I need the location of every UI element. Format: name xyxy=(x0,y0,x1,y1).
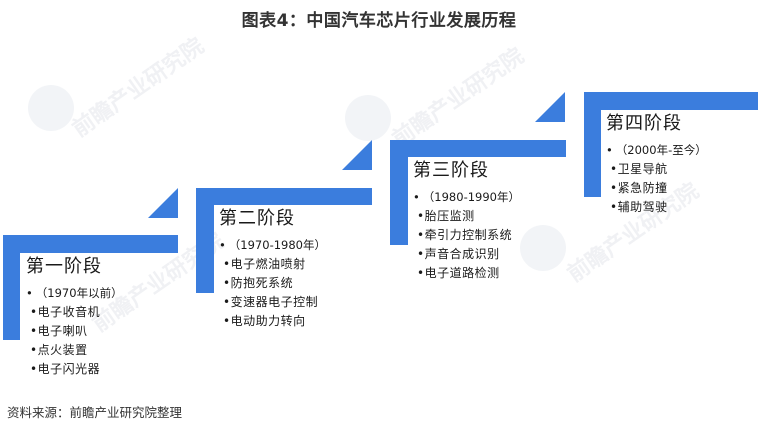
source-note: 资料来源：前瞻产业研究院整理 xyxy=(7,405,183,420)
stage-item: 电子燃油喷射 xyxy=(219,255,326,274)
stage-item: 紧急防撞 xyxy=(606,179,707,198)
stage-period: （1970-1980年） xyxy=(219,236,326,255)
stage-3-top-bar xyxy=(390,140,566,157)
stage-2-arrow-triangle xyxy=(342,140,372,170)
stage-item: 电子收音机 xyxy=(26,303,123,322)
stage-item: 卫星导航 xyxy=(606,160,707,179)
stage-item: 变速器电子控制 xyxy=(219,293,326,312)
watermark-logo xyxy=(520,225,566,271)
stage-3: 第三阶段 （1980-1990年） 胎压监测 牵引力控制系统 声音合成识别 电子… xyxy=(413,160,520,283)
stage-item: 声音合成识别 xyxy=(413,245,520,264)
stage-title: 第三阶段 xyxy=(413,160,489,181)
stage-item: 牵引力控制系统 xyxy=(413,226,520,245)
stage-item: 胎压监测 xyxy=(413,207,520,226)
stage-1: 第一阶段 （1970年以前） 电子收音机 电子喇叭 点火装置 电子闪光器 xyxy=(26,256,123,379)
stage-4-left-bar xyxy=(584,92,601,197)
stage-1-top-bar xyxy=(3,235,178,253)
stage-item: 电子闪光器 xyxy=(26,360,123,379)
stage-period: （1980-1990年） xyxy=(413,188,520,207)
watermark-text: 前瞻产业研究院 xyxy=(388,43,529,153)
stage-period: （1970年以前） xyxy=(26,284,123,303)
stage-4-top-bar xyxy=(584,92,758,110)
watermark-logo xyxy=(28,85,74,131)
stage-item: 防抱死系统 xyxy=(219,274,326,293)
stage-title: 第二阶段 xyxy=(219,208,295,229)
stage-2-top-bar xyxy=(196,188,372,205)
stage-title: 第四阶段 xyxy=(606,113,682,134)
stage-item: 电子喇叭 xyxy=(26,322,123,341)
stage-4: 第四阶段 （2000年-至今） 卫星导航 紧急防撞 辅助驾驶 xyxy=(606,113,707,217)
stage-title: 第一阶段 xyxy=(26,256,102,277)
stage-1-arrow-triangle xyxy=(148,188,178,218)
stage-item: 点火装置 xyxy=(26,341,123,360)
stage-item: 电子道路检测 xyxy=(413,264,520,283)
stage-item: 电动助力转向 xyxy=(219,312,326,331)
stage-2: 第二阶段 （1970-1980年） 电子燃油喷射 防抱死系统 变速器电子控制 电… xyxy=(219,208,326,331)
stage-2-left-bar xyxy=(196,188,214,293)
watermark-logo xyxy=(345,95,391,141)
watermark-text: 前瞻产业研究院 xyxy=(68,33,209,143)
stage-period: （2000年-至今） xyxy=(606,141,707,160)
stage-3-arrow-triangle xyxy=(535,92,565,122)
figure-title: 图表4：中国汽车芯片行业发展历程 xyxy=(241,11,517,31)
stage-3-left-bar xyxy=(390,140,408,245)
stage-item: 辅助驾驶 xyxy=(606,198,707,217)
stage-1-left-bar xyxy=(3,235,20,340)
